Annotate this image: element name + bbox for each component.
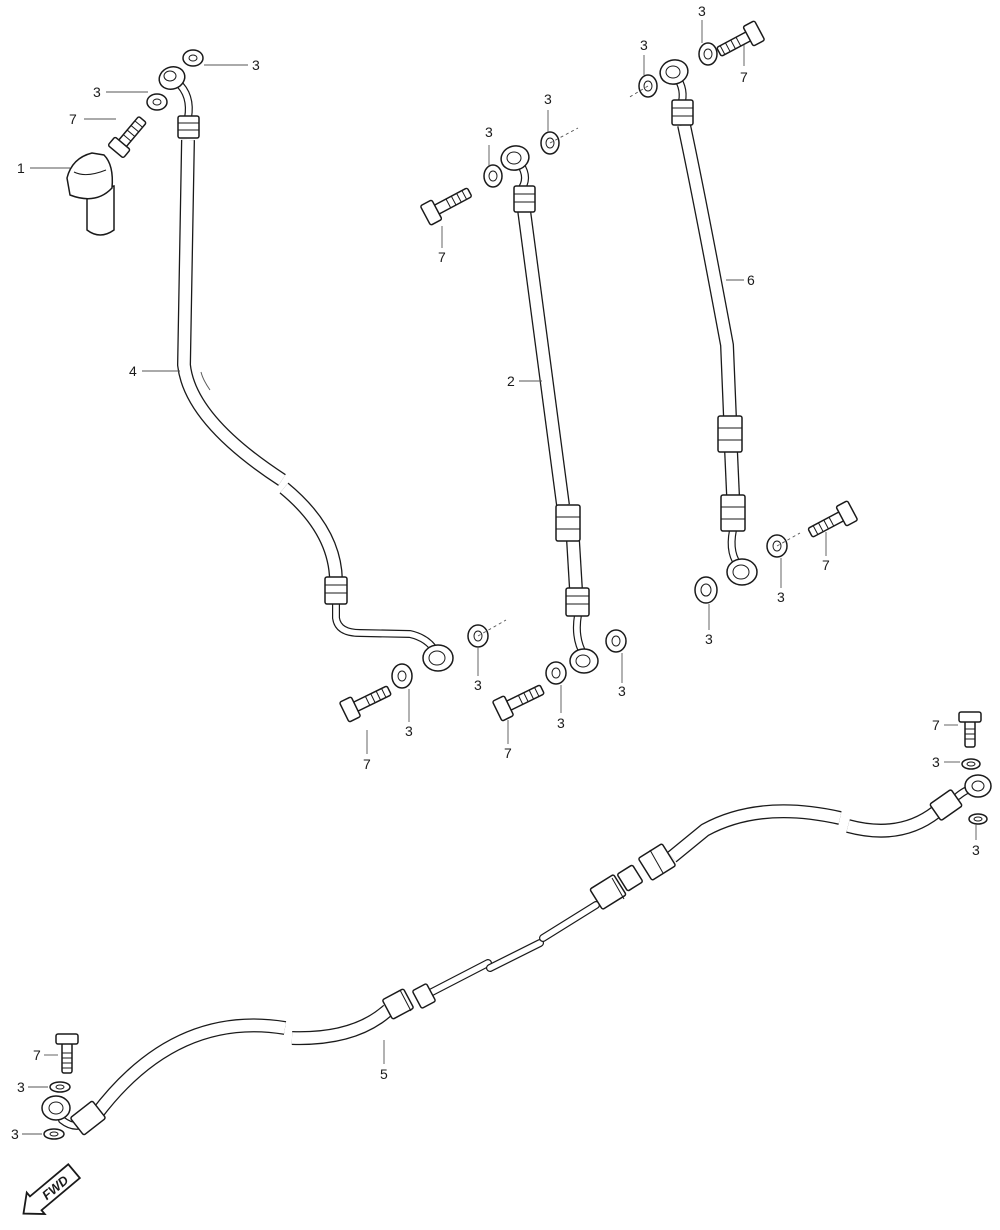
callout-3-j: 3 <box>557 715 565 731</box>
callout-7-e: 7 <box>504 745 512 761</box>
callout-3-k: 3 <box>777 589 785 605</box>
callout-3-c: 3 <box>485 124 493 140</box>
callout-6: 6 <box>747 272 755 288</box>
callout-4: 4 <box>129 363 137 379</box>
callout-labels: 1 3 7 3 4 3 3 7 2 3 3 7 6 3 3 7 3 3 7 3 … <box>11 3 980 1142</box>
callout-3-m: 3 <box>932 754 940 770</box>
brake-hose-2 <box>500 145 599 674</box>
callout-2: 2 <box>507 373 515 389</box>
alignment-lines <box>477 85 801 637</box>
callout-3-g: 3 <box>474 677 482 693</box>
fwd-arrow-icon <box>22 1162 82 1215</box>
callout-3-i: 3 <box>618 683 626 699</box>
leader-lines <box>22 20 977 1135</box>
callout-3-n: 3 <box>972 842 980 858</box>
hose-cap-1 <box>66 152 115 236</box>
callout-3-a: 3 <box>93 84 101 100</box>
callout-7-c: 7 <box>740 69 748 85</box>
callout-7-g: 7 <box>932 717 940 733</box>
forward-direction-indicator: FWD <box>22 1162 82 1215</box>
callout-7-d: 7 <box>363 756 371 772</box>
brake-hose-4 <box>158 65 454 672</box>
sealing-washers-3 <box>43 42 988 1140</box>
callout-7-f: 7 <box>822 557 830 573</box>
callout-3-h: 3 <box>405 723 413 739</box>
callout-3-f: 3 <box>698 3 706 19</box>
callout-7-a: 7 <box>69 111 77 127</box>
brake-hose-5 <box>41 774 992 1136</box>
callout-7-b: 7 <box>438 249 446 265</box>
callout-3-l: 3 <box>705 631 713 647</box>
brake-hose-6 <box>659 59 758 586</box>
callout-3-d: 3 <box>544 91 552 107</box>
callout-3-e: 3 <box>640 37 648 53</box>
callout-3-p: 3 <box>11 1126 19 1142</box>
callout-1: 1 <box>17 160 25 176</box>
callout-3-b: 3 <box>252 57 260 73</box>
callout-5: 5 <box>380 1066 388 1082</box>
callout-3-o: 3 <box>17 1079 25 1095</box>
banjo-bolts-7 <box>55 20 982 1074</box>
callout-7-h: 7 <box>33 1047 41 1063</box>
